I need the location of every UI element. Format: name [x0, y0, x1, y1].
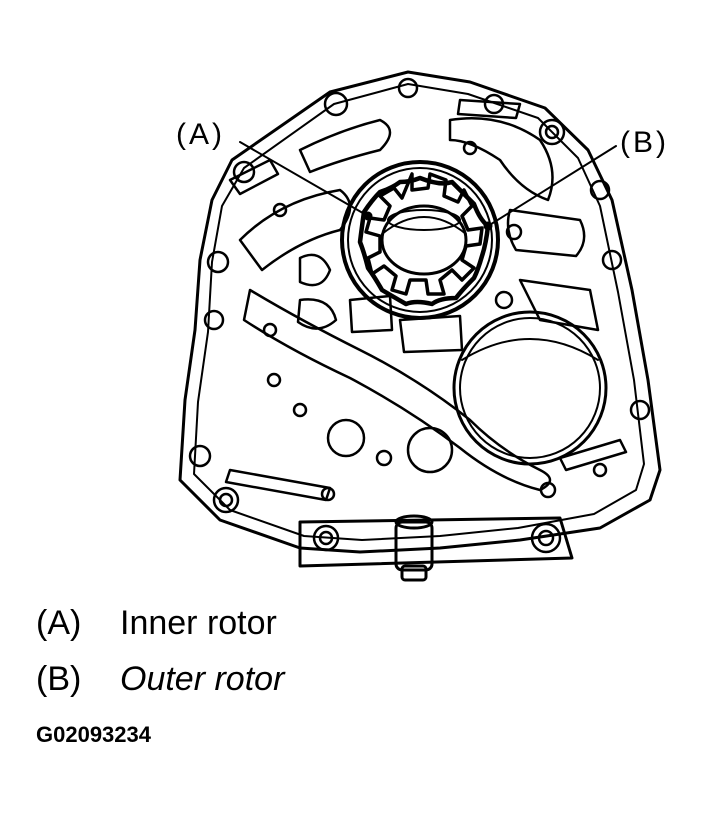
- bolt-holes: [188, 77, 651, 554]
- legend-text: Inner rotor: [120, 604, 277, 642]
- legend-key: (A): [36, 604, 82, 642]
- inner-rotor: [364, 172, 484, 296]
- inner-rotor-bore: [380, 204, 468, 276]
- oil-pump-housing-drawing: [178, 70, 662, 582]
- leader-line-a: [239, 141, 369, 217]
- drain-plug: [394, 514, 434, 582]
- bottom-flange: [298, 516, 574, 568]
- main-bore: [452, 310, 608, 466]
- housing-inner-rim: [193, 83, 645, 541]
- figure-id: G02093234: [36, 722, 151, 747]
- legend-item-outer-rotor: (B) Outer rotor: [36, 660, 284, 699]
- legend-key: (B): [36, 660, 82, 698]
- leader-line-b: [487, 145, 617, 227]
- leader-dot-b: [483, 221, 493, 231]
- leader-dot-a: [363, 211, 373, 221]
- legend-item-inner-rotor: (A) Inner rotor: [36, 604, 277, 643]
- rotor-pocket-rim: [347, 167, 493, 313]
- fluid-passages: [224, 98, 628, 502]
- callout-label-a: (A): [176, 118, 225, 151]
- callout-label-b: (B): [620, 126, 669, 159]
- housing-outline: [178, 70, 662, 554]
- legend-text: Outer rotor: [120, 660, 285, 698]
- rotor-pocket: [340, 160, 500, 320]
- outer-rotor: [357, 175, 491, 307]
